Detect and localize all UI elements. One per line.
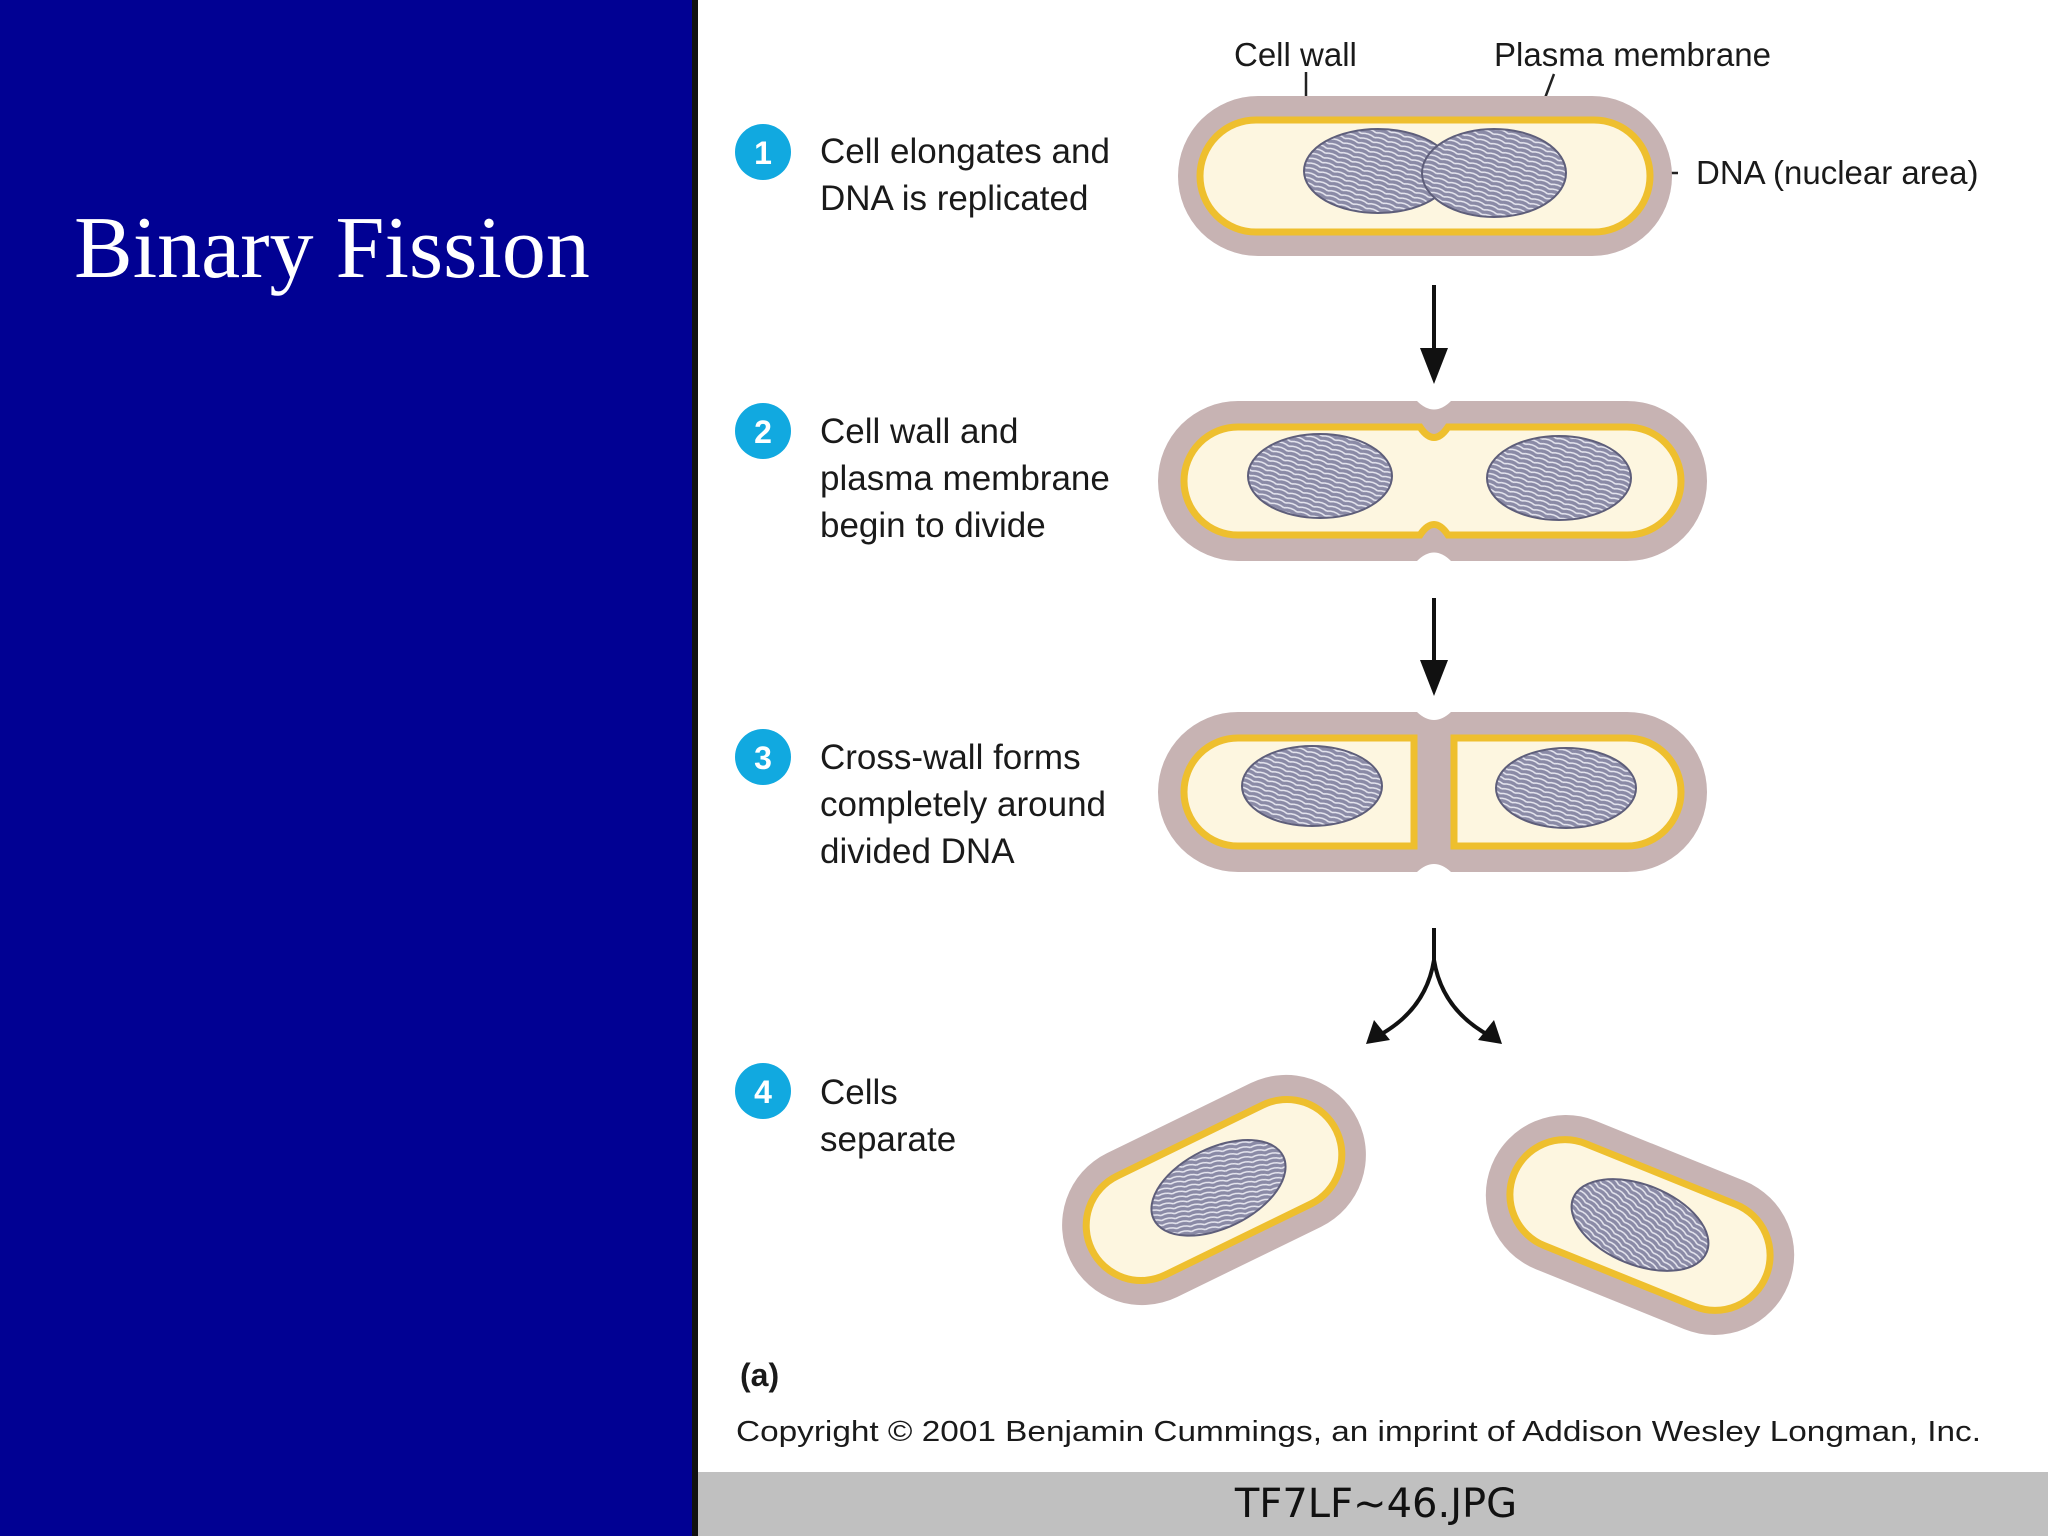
step-1: 1 Cell elongates and DNA is replicated xyxy=(735,124,1110,218)
step-2-badge xyxy=(735,403,791,459)
cell-wall-label: Cell wall xyxy=(1234,36,1357,73)
step-1-badge xyxy=(735,124,791,180)
filename-bar: TF7LF~46.JPG xyxy=(698,1472,2048,1536)
stage-2-cell xyxy=(1158,401,1707,561)
dna-mass-left xyxy=(1241,745,1383,827)
dna-mass-right xyxy=(1495,747,1637,829)
step-3-badge xyxy=(735,729,791,785)
step-4-badge xyxy=(735,1063,791,1119)
plasma-membrane-label: Plasma membrane xyxy=(1494,36,1771,73)
part-label: (a) xyxy=(740,1357,779,1393)
step-2: 2 Cell wall and plasma membrane begin to… xyxy=(735,403,1110,545)
step-2-line-2: plasma membrane xyxy=(820,459,1110,498)
daughter-cell-right xyxy=(1485,1115,1795,1335)
dna-mass xyxy=(1150,1138,1287,1237)
step-2-line-1: Cell wall and xyxy=(820,412,1018,451)
separation-arrows xyxy=(1366,928,1502,1044)
dna-mass-right xyxy=(1486,435,1632,521)
step-4-line-1: Cells xyxy=(820,1073,898,1112)
step-2-line-3: begin to divide xyxy=(820,506,1046,545)
dna-mass-left xyxy=(1247,433,1393,519)
arrow-stage-1-to-2 xyxy=(1420,285,1448,384)
step-1-line-1: Cell elongates and xyxy=(820,132,1110,171)
stage-1-cell xyxy=(1178,96,1672,256)
copyright-notice: Copyright © 2001 Benjamin Cummings, an i… xyxy=(736,1416,1981,1448)
dna-mass-right xyxy=(1421,128,1567,218)
daughter-cell-left xyxy=(1062,1074,1366,1306)
step-3-number: 3 xyxy=(754,740,772,776)
binary-fission-figure: Cell wall Plasma membrane DNA (nuclear a… xyxy=(692,0,2048,1536)
step-2-number: 2 xyxy=(754,414,772,450)
step-3: 3 Cross-wall forms completely around div… xyxy=(735,729,1106,871)
stage-3-cell xyxy=(1158,712,1707,872)
step-3-line-3: divided DNA xyxy=(820,832,1015,871)
image-filename: TF7LF~46.JPG xyxy=(1234,1481,1518,1527)
step-3-line-1: Cross-wall forms xyxy=(820,738,1081,777)
dna-mass xyxy=(1570,1178,1710,1272)
step-4-number: 4 xyxy=(754,1074,772,1110)
step-3-line-2: completely around xyxy=(820,785,1106,824)
step-4: 4 Cells separate xyxy=(735,1063,956,1159)
figure-drawing: Cell wall Plasma membrane DNA (nuclear a… xyxy=(735,36,1981,1448)
arrow-stage-2-to-3 xyxy=(1420,598,1448,696)
dna-label: DNA (nuclear area) xyxy=(1696,154,1978,191)
slide-title: Binary Fission xyxy=(74,200,590,297)
step-4-line-2: separate xyxy=(820,1120,956,1159)
step-1-number: 1 xyxy=(754,135,772,171)
step-1-line-2: DNA is replicated xyxy=(820,179,1088,218)
